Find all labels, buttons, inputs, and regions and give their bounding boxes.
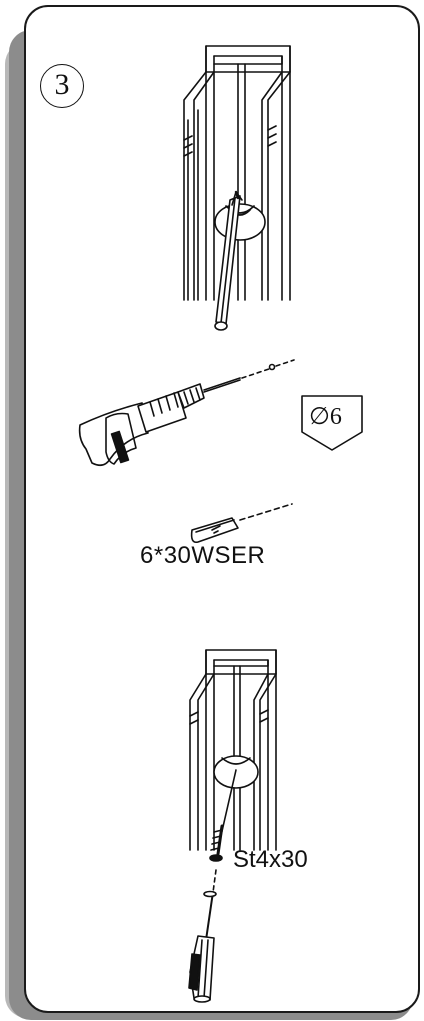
bottom-frame-profile [189, 649, 277, 851]
step-number-badge: 3 [40, 64, 84, 108]
wall-anchor-icon [190, 503, 293, 544]
pencil-icon [214, 190, 243, 331]
anchor-label: 6*30WSER [140, 542, 266, 569]
drill-bit-tag [301, 395, 363, 451]
instruction-card [24, 5, 420, 1013]
screw-label: St4x30 [233, 846, 308, 873]
drill-bit-size-label: ∅6 [309, 404, 342, 430]
drill-icon [78, 359, 295, 467]
screwdriver-icon [188, 890, 217, 1003]
screw-icon [209, 824, 224, 901]
top-frame-profile [183, 45, 291, 301]
